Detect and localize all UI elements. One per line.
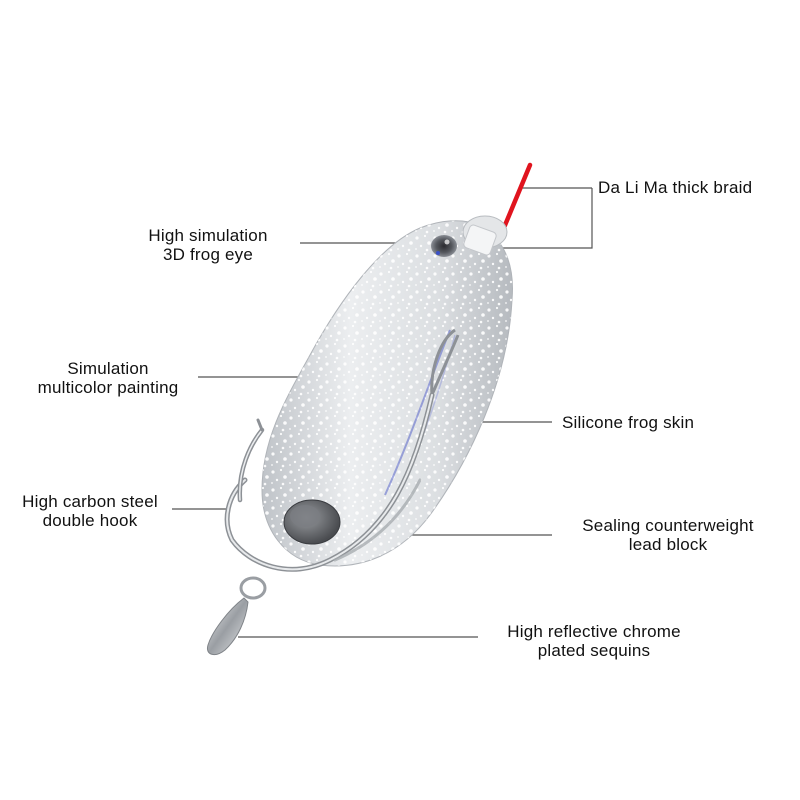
frog-body <box>261 215 514 567</box>
label-sequins: High reflective chrome plated sequins <box>478 622 710 660</box>
leader-line-braid-drop <box>490 188 593 249</box>
label-painting-line1: Simulation <box>67 359 149 378</box>
line-tie <box>463 224 497 256</box>
label-lead-line1: Sealing counterweight <box>582 516 754 535</box>
label-hook-line2: double hook <box>42 511 138 530</box>
label-eye-line1: High simulation <box>148 226 268 245</box>
frog-eye-icon <box>431 235 457 257</box>
split-ring-icon <box>239 576 267 600</box>
label-sequins-line1: High reflective chrome <box>507 622 681 641</box>
sequin-blade-icon <box>206 597 249 656</box>
label-painting-line2: multicolor painting <box>37 378 179 397</box>
label-lead-line2: lead block <box>628 535 708 554</box>
label-hook: High carbon steel double hook <box>2 492 178 530</box>
label-hook-line1: High carbon steel <box>22 492 158 511</box>
label-lead: Sealing counterweight lead block <box>558 516 778 554</box>
label-braid-text: Da Li Ma thick braid <box>598 178 753 197</box>
label-skin: Silicone frog skin <box>562 413 694 432</box>
label-eye-line2: 3D frog eye <box>162 245 254 264</box>
lead-weight-icon <box>283 499 341 545</box>
label-painting: Simulation multicolor painting <box>18 359 198 397</box>
label-eye: High simulation 3D frog eye <box>128 226 288 264</box>
double-hook-icon <box>224 392 435 572</box>
label-braid: Da Li Ma thick braid <box>598 178 752 197</box>
label-skin-text: Silicone frog skin <box>562 413 695 432</box>
label-sequins-line2: plated sequins <box>537 641 651 660</box>
